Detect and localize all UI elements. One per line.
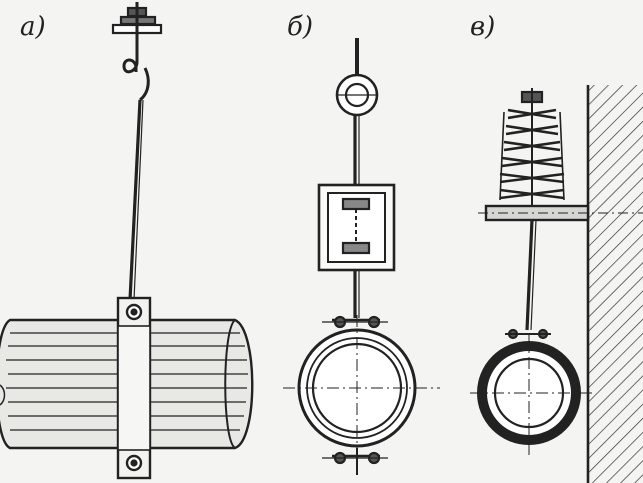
label-variant-v: в) — [470, 12, 496, 42]
turnbuckle-b — [317, 183, 396, 272]
clamp-strap-a — [116, 296, 152, 480]
label-variant-b: б) — [287, 12, 314, 42]
hanger-b — [283, 38, 440, 475]
hanger-a — [0, 2, 254, 480]
centerlines-v — [470, 335, 595, 455]
hook-a — [122, 50, 139, 74]
wall-v — [586, 85, 643, 483]
clamp-bottom-b — [322, 448, 388, 475]
hanger-v — [470, 85, 643, 483]
rod-v — [525, 219, 534, 331]
top-fastener-a — [111, 2, 163, 50]
label-variant-a: а) — [20, 12, 46, 42]
bracket-v — [478, 204, 643, 222]
centerlines-b — [283, 315, 440, 470]
spring-v — [499, 108, 565, 201]
clamp-top-b — [322, 315, 388, 329]
swivel-eye-b — [335, 73, 379, 117]
rod-a — [128, 99, 142, 301]
